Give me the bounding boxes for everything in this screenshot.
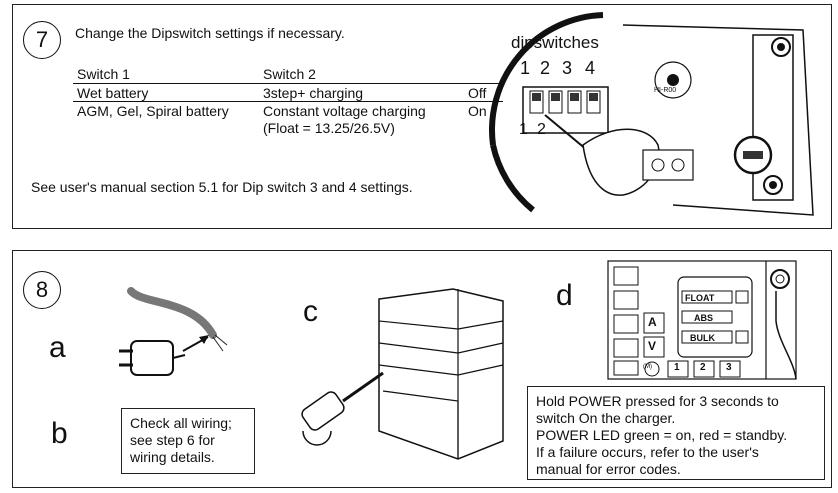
arrow-icon [199,335,209,344]
mode-key [644,361,660,377]
abs-label: ABS [694,313,714,323]
cable-plug-illustration [119,287,228,376]
key-label: 2 [700,362,706,373]
label-c: c [303,295,318,328]
step-instruction: Change the Dipswitch settings if necessa… [75,25,345,41]
note-line: POWER LED green = on, red = standby. [536,427,788,443]
screwdriver-shaft [342,371,384,403]
note-line: see step 6 for [130,432,215,448]
led-indicator [613,314,639,334]
a-key [643,312,665,334]
wiring-note: Check all wiring; see step 6 for wiring … [121,408,255,474]
table-row-rule [73,101,503,102]
led-indicator [613,360,639,376]
a-key-label: A [648,315,657,329]
led-indicator [613,338,639,358]
dipswitch-circle-arc [489,12,604,146]
power-note: Hold POWER pressed for 3 seconds to swit… [527,386,825,480]
table-cell: On [468,103,487,119]
note-line: switch On the charger. [536,410,676,426]
switch-bottom-number: 1 [519,121,528,138]
step-number: 7 [23,21,61,59]
step-footnote: See user's manual section 5.1 for Dip sw… [31,179,413,195]
float-label: FLOAT [685,293,715,303]
step-number: 8 [23,271,61,309]
control-panel-illustration [607,260,797,380]
led-indicator [613,290,639,310]
v-key-label: V [648,339,657,353]
key-2 [693,360,715,378]
plug-icon [130,340,174,376]
mode-key-label: (M) [643,364,652,370]
dipswitch-title: dipswitches [511,33,599,52]
switch-number: 3 [562,58,573,78]
rotate-arrow-icon [302,430,332,446]
key-1 [667,360,689,378]
note-line: Hold POWER pressed for 3 seconds to [536,393,779,409]
table-cell: Off [468,85,487,101]
finger-icon [775,291,797,380]
bulk-indicator [681,330,733,344]
table-cell: Wet battery [77,85,149,101]
label-a: a [49,331,66,364]
step-7-panel: 7 Change the Dipswitch settings if neces… [12,4,832,229]
table-cell: 3step+ charging [263,85,364,101]
label-d: d [556,279,573,312]
table-header-rule [73,83,503,84]
table-cell: AGM, Gel, Spiral battery [77,103,229,119]
table-header-switch2: Switch 2 [263,66,316,82]
note-line: manual for error codes. [536,461,681,477]
table-cell: (Float = 13.25/26.5V) [263,120,395,136]
note-line: If a failure occurs, refer to the user's [536,444,759,460]
key-label: 1 [674,362,680,373]
switch-number: 4 [585,58,596,78]
float-indicator [681,290,733,304]
dipswitch-illustration [489,12,814,216]
switch-number: 1 [520,58,531,78]
abs-indicator [681,310,733,324]
bulk-label: BULK [690,333,715,343]
note-line: wiring details. [130,449,215,465]
key-3 [719,360,741,378]
device-label: HI-R00 [654,87,677,94]
switch-number: 2 [540,58,551,78]
note-line: Check all wiring; [130,415,232,431]
label-b: b [51,417,68,450]
v-key [643,336,665,358]
switch-bottom-number: 2 [537,121,546,138]
table-header-switch1: Switch 1 [77,66,130,82]
key-label: 3 [726,362,732,373]
charger-housing-illustration [301,288,504,460]
screwdriver-icon [301,391,345,431]
step-8-panel: 8 a b c d Check all wiring; see step 6 f… [12,250,832,488]
led-indicator [613,266,639,286]
table-cell: Constant voltage charging [263,103,426,119]
cable-icon [127,287,217,339]
